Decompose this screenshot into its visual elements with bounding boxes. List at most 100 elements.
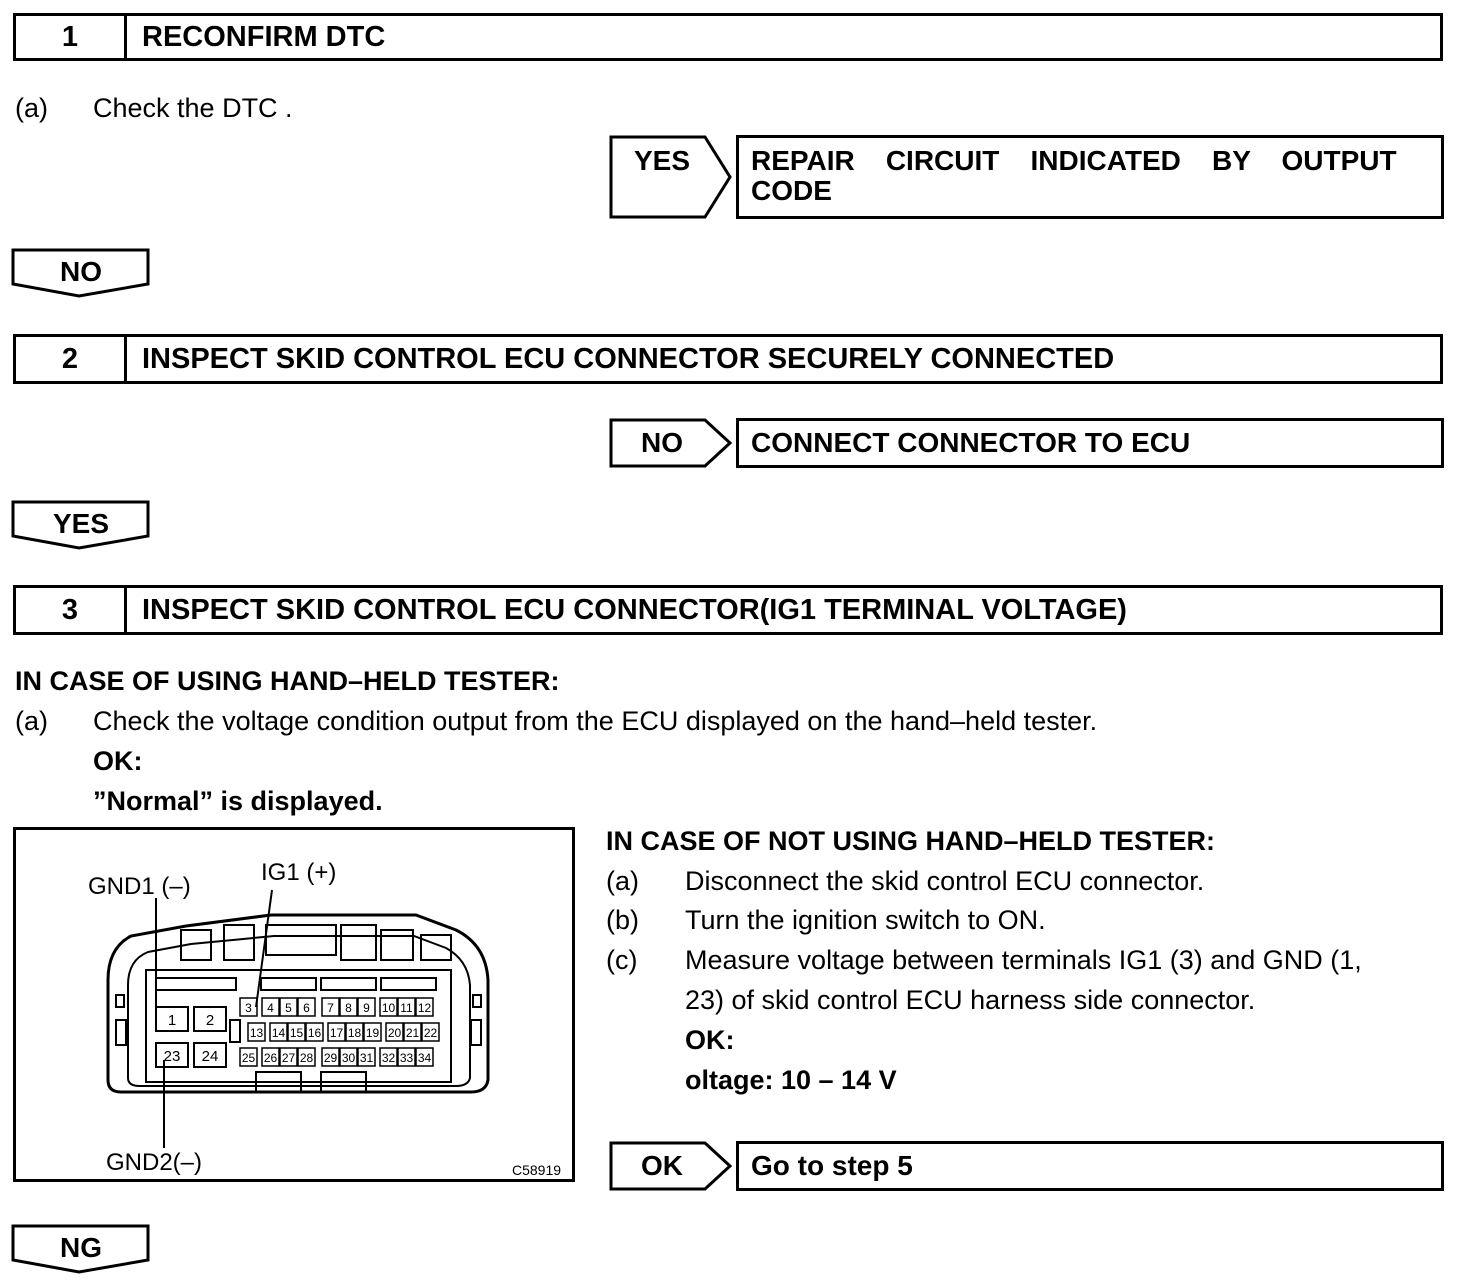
step-3-ng-down-arrow bbox=[11, 1224, 150, 1274]
step-2-yes-label: YES bbox=[52, 508, 110, 539]
no-tester-heading: IN CASE OF NOT USING HAND–HELD TESTER: bbox=[606, 826, 1216, 856]
label-ig1: IG1 (+) bbox=[261, 859, 336, 886]
pin-5: 5 bbox=[285, 1001, 292, 1015]
tester-heading: IN CASE OF USING HAND–HELD TESTER: bbox=[15, 666, 560, 696]
pin-4-cell bbox=[261, 997, 280, 1017]
pin-18-cell bbox=[345, 1022, 364, 1042]
pin-9-cell bbox=[357, 997, 376, 1017]
no-tester-c-marker: (c) bbox=[606, 945, 638, 975]
step-1-yes-label: YES bbox=[634, 145, 691, 176]
pin-28-cell bbox=[297, 1047, 316, 1067]
step-3-header: 3 INSPECT SKID CONTROL ECU CONNECTOR(IG1… bbox=[13, 585, 1443, 635]
pin-18: 18 bbox=[348, 1026, 362, 1040]
pin-1: 1 bbox=[168, 1012, 176, 1029]
pin-16-cell bbox=[305, 1022, 324, 1042]
pin-7: 7 bbox=[327, 1001, 334, 1015]
no-tester-c-text-cont: 23) of skid control ECU harness side con… bbox=[685, 985, 1256, 1015]
step-1-number: 1 bbox=[16, 16, 127, 58]
step-1-no-label: NO bbox=[60, 256, 102, 287]
pin-13: 13 bbox=[250, 1026, 264, 1040]
tester-ok-value: ”Normal” is displayed. bbox=[93, 786, 383, 816]
pin-22: 22 bbox=[424, 1026, 438, 1040]
step-3-ok-result-box: Go to step 5 bbox=[736, 1141, 1444, 1191]
no-tester-a-text: Disconnect the skid control ECU connecto… bbox=[685, 866, 1205, 896]
step-3-title: INSPECT SKID CONTROL ECU CONNECTOR(IG1 T… bbox=[142, 594, 1127, 626]
step-2-no-result-box: CONNECT CONNECTOR TO ECU bbox=[736, 418, 1444, 468]
pin-21: 21 bbox=[406, 1026, 420, 1040]
pin-4: 4 bbox=[267, 1001, 274, 1015]
pin-30: 30 bbox=[342, 1051, 356, 1065]
step-2-no-label: NO bbox=[641, 427, 683, 458]
step-2-number: 2 bbox=[16, 337, 127, 381]
tester-a-marker: (a) bbox=[15, 706, 48, 736]
pin-29: 29 bbox=[324, 1051, 338, 1065]
step-1-yes-result-line1: REPAIR CIRCUIT INDICATED BY OUTPUT bbox=[751, 145, 1397, 176]
pin-10-cell bbox=[379, 997, 398, 1017]
step-3-ok-result: Go to step 5 bbox=[751, 1150, 913, 1181]
pin-10: 10 bbox=[382, 1001, 396, 1015]
pin-25: 25 bbox=[242, 1051, 256, 1065]
tester-ok-label: OK: bbox=[93, 746, 143, 776]
step-2-title: INSPECT SKID CONTROL ECU CONNECTOR SECUR… bbox=[142, 343, 1115, 375]
pin-5-cell bbox=[279, 997, 298, 1017]
step-2-no-arrow bbox=[609, 418, 733, 468]
pin-26: 26 bbox=[264, 1051, 278, 1065]
step-1-yes-arrow bbox=[609, 135, 732, 219]
step-3-ok-label: OK bbox=[641, 1150, 683, 1181]
pin-12: 12 bbox=[418, 1001, 432, 1015]
step-1-item-a-text: Check the DTC . bbox=[93, 93, 293, 123]
pin-21-cell bbox=[403, 1022, 422, 1042]
step-2-no-result: CONNECT CONNECTOR TO ECU bbox=[751, 427, 1191, 458]
pin-6-cell bbox=[297, 997, 316, 1017]
pin-23: 23 bbox=[164, 1048, 181, 1065]
pin-29-cell bbox=[321, 1047, 340, 1067]
pin-19-cell bbox=[363, 1022, 382, 1042]
pin-16: 16 bbox=[308, 1026, 322, 1040]
pin-7-cell bbox=[321, 997, 340, 1017]
pin-25-cell bbox=[239, 1047, 258, 1067]
pin-31-cell bbox=[357, 1047, 376, 1067]
pin-12-cell bbox=[415, 997, 434, 1017]
step-2-header: 2 INSPECT SKID CONTROL ECU CONNECTOR SEC… bbox=[13, 334, 1443, 384]
pin-14-cell bbox=[269, 1022, 288, 1042]
connector-pin-labels: 1 2 23 24 bbox=[164, 1012, 219, 1065]
pin-11-cell bbox=[397, 997, 416, 1017]
pin-9: 9 bbox=[363, 1001, 370, 1015]
no-tester-b-marker: (b) bbox=[606, 905, 639, 935]
step-2-yes-down-arrow bbox=[11, 500, 150, 550]
label-gnd1: GND1 (–) bbox=[88, 873, 191, 900]
pin-28: 28 bbox=[300, 1051, 314, 1065]
step-3-ok-arrow bbox=[609, 1141, 733, 1191]
pin-19: 19 bbox=[366, 1026, 380, 1040]
no-tester-c-text: Measure voltage between terminals IG1 (3… bbox=[685, 945, 1362, 975]
figure-code: C58919 bbox=[512, 1162, 561, 1178]
step-1-item-a-marker: (a) bbox=[15, 93, 48, 123]
no-tester-ok-label: OK: bbox=[685, 1025, 735, 1055]
pin-15: 15 bbox=[290, 1026, 304, 1040]
label-gnd2: GND2(–) bbox=[106, 1149, 202, 1176]
pin-32: 32 bbox=[382, 1051, 396, 1065]
step-3-ng-label: NG bbox=[60, 1232, 102, 1263]
step-1-no-down-arrow bbox=[11, 248, 150, 298]
pin-17: 17 bbox=[330, 1026, 344, 1040]
pin-26-cell bbox=[261, 1047, 280, 1067]
no-tester-ok-value: oltage: 10 – 14 V bbox=[685, 1065, 897, 1095]
pin-3: 3 bbox=[245, 1001, 252, 1015]
pin-24: 24 bbox=[202, 1048, 219, 1065]
pin-8-cell bbox=[339, 997, 358, 1017]
pin-14: 14 bbox=[272, 1026, 286, 1040]
pin-33: 33 bbox=[400, 1051, 414, 1065]
pin-33-cell bbox=[397, 1047, 416, 1067]
step-3-number: 3 bbox=[16, 588, 127, 632]
no-tester-a-marker: (a) bbox=[606, 866, 639, 896]
pin-27-cell bbox=[279, 1047, 298, 1067]
pin-11: 11 bbox=[400, 1001, 413, 1015]
pin-31: 31 bbox=[360, 1051, 374, 1065]
step-1-yes-result-box: REPAIR CIRCUIT INDICATED BY OUTPUT CODE bbox=[736, 135, 1444, 219]
pin-6: 6 bbox=[303, 1001, 310, 1015]
step-1-title: RECONFIRM DTC bbox=[142, 21, 386, 53]
pin-13-cell bbox=[247, 1022, 266, 1042]
